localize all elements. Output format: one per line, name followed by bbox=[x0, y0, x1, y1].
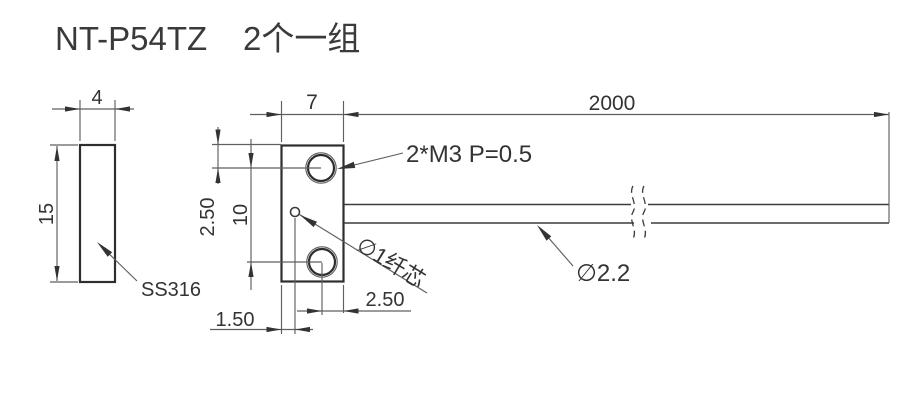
material-label: SS316 bbox=[141, 279, 201, 301]
dim-body-width-value: 7 bbox=[306, 91, 318, 114]
cable-diameter-callout: ∅2.2 bbox=[537, 225, 630, 287]
break-line bbox=[641, 185, 647, 240]
dim-hole-edge: 2.50 bbox=[297, 263, 411, 315]
set-quantity-label: 2个一组 bbox=[243, 20, 360, 57]
arrowhead bbox=[266, 326, 282, 333]
cable: 2000 ∅2.2 bbox=[343, 92, 890, 287]
break-line bbox=[630, 185, 636, 240]
arrowhead bbox=[874, 111, 889, 118]
arrowhead bbox=[115, 106, 130, 112]
dim-body-width: 7 bbox=[250, 91, 889, 142]
fiber-core-hole bbox=[289, 206, 301, 218]
fiber-core-label: ∅1纤芯 bbox=[352, 232, 429, 293]
arrowhead bbox=[54, 146, 60, 161]
leader-arrowhead bbox=[537, 225, 552, 241]
front-view: 7 2.50 10 2.50 bbox=[197, 91, 889, 334]
dim-top-hole-offset-value: 2.50 bbox=[197, 198, 219, 237]
dim-cable-length: 2000 bbox=[589, 92, 889, 118]
dim-side-height-value: 15 bbox=[36, 203, 58, 225]
arrowhead bbox=[248, 262, 254, 277]
drawing-title: NT-P54TZ 2个一组 bbox=[55, 20, 360, 57]
dim-fiber-offset-value: 1.50 bbox=[216, 309, 255, 331]
arrowhead bbox=[54, 266, 60, 281]
arrowhead bbox=[248, 153, 254, 168]
leader-arrowhead bbox=[97, 242, 113, 257]
dim-hole-pitch-value: 10 bbox=[230, 204, 252, 226]
dim-cable-length-value: 2000 bbox=[589, 92, 636, 115]
dim-hole-pitch: 10 bbox=[230, 139, 322, 290]
model-number: NT-P54TZ bbox=[55, 20, 207, 57]
arrowhead bbox=[266, 111, 282, 118]
arrowhead bbox=[343, 111, 359, 118]
dim-hole-edge-value: 2.50 bbox=[366, 289, 405, 311]
arrowhead bbox=[215, 168, 221, 183]
material-callout: SS316 bbox=[97, 242, 201, 301]
arrowhead bbox=[343, 308, 359, 314]
arrowhead bbox=[295, 326, 310, 333]
thread-label: 2*M3 P=0.5 bbox=[406, 141, 532, 168]
dim-side-width: 4 bbox=[52, 87, 134, 141]
arrowhead bbox=[307, 308, 322, 314]
dim-fiber-offset: 1.50 bbox=[210, 218, 313, 334]
arrowhead bbox=[215, 129, 221, 145]
leader-arrowhead bbox=[300, 215, 318, 228]
sensor-head-body bbox=[280, 144, 345, 283]
side-view-body bbox=[78, 143, 117, 284]
leader-arrowhead bbox=[337, 161, 356, 169]
thread-callout: 2*M3 P=0.5 bbox=[337, 141, 532, 170]
side-view: 4 15 SS316 bbox=[36, 87, 201, 301]
cable-diameter-label: ∅2.2 bbox=[576, 260, 630, 287]
arrowhead bbox=[65, 106, 80, 112]
dim-side-height: 15 bbox=[36, 144, 78, 283]
dim-side-width-value: 4 bbox=[91, 87, 102, 109]
dim-top-hole-offset: 2.50 bbox=[197, 127, 321, 236]
